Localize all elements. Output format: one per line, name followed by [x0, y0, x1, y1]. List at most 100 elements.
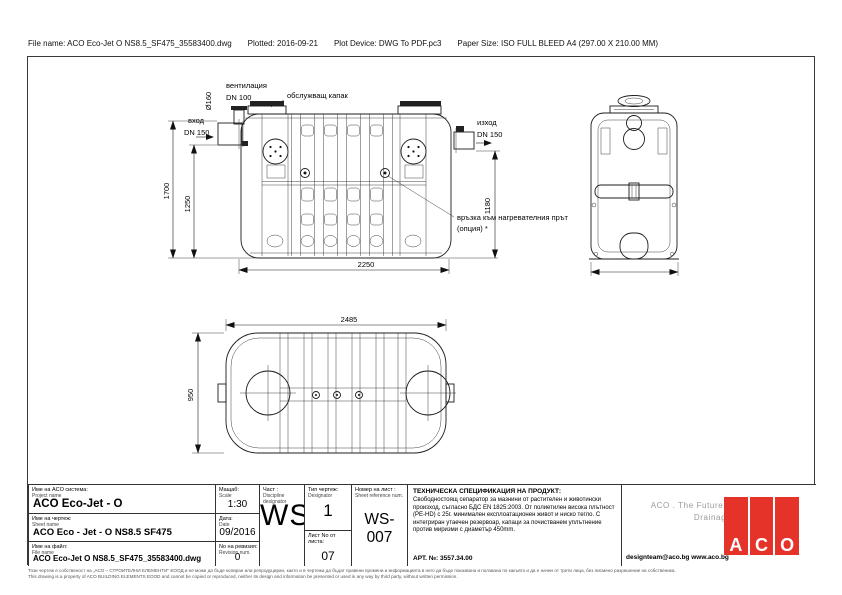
inlet-label-line2: DN 150: [184, 128, 209, 137]
aco-logo-letter-a: A: [729, 535, 743, 555]
designator-value: 1: [323, 501, 333, 520]
date-label-en: Date: [219, 522, 230, 528]
vent-diameter-label: Ø160: [204, 92, 213, 110]
dim-2250: 2250: [358, 260, 375, 269]
discipline-label-en: Discipline designator: [263, 493, 287, 505]
project-label-en: Project name: [32, 493, 62, 499]
scale-cell: Мащаб: Scale 1:30: [215, 484, 259, 513]
designator-label-bg: Тип чертеж:: [308, 487, 339, 493]
cover-leader-line: [270, 99, 285, 108]
sheet-number-cell: Лист No от листа: 07: [304, 530, 351, 566]
technical-drawing: 1700 1250 1180 2250 вентилация DN 100 об…: [162, 81, 679, 454]
plan-manhole-left: [240, 365, 296, 421]
header-paper-size: Paper Size: ISO FULL BLEED A4 (297.00 X …: [457, 39, 659, 48]
file-name-cell: Име на файл: File name ACO Eco-Jet O NS8…: [28, 541, 215, 566]
aco-logo-bar-c: C: [749, 497, 774, 555]
ribs: [262, 114, 426, 256]
inlet-pipe: [217, 119, 248, 149]
spec-body: Свободностоящ сепаратор за мазнини от ра…: [413, 497, 615, 534]
branding-cell: ACO . The Future of Drainage. A C O desi…: [621, 484, 816, 566]
plan-center-fittings: [312, 391, 363, 399]
project-name-value: ACO Eco-Jet - O: [33, 498, 123, 510]
aco-slogan: ACO . The Future of Drainage.: [634, 500, 734, 524]
date-label-bg: Дата:: [219, 516, 233, 522]
sheet-number-value: 07: [321, 549, 335, 563]
aco-logo-letter-c: C: [755, 535, 768, 555]
sheet-label-bg: Име на чертеж:: [32, 516, 72, 522]
heater-connection-fittings: [300, 168, 390, 178]
aco-slogan-line2: Drainage.: [693, 513, 734, 522]
outlet-pipe: [453, 126, 475, 153]
manhole-cover-left: [247, 101, 287, 115]
aco-logo-bar-o: O: [775, 497, 800, 555]
disclaimer-line-en: This drawing is a property of ACO BUILDI…: [28, 573, 458, 579]
sheet-number-label-bg: Лист No от листа:: [308, 533, 336, 545]
aco-logo-letter-o: O: [780, 535, 795, 555]
spec-article-number: АРТ. №: 3557.34.00: [413, 555, 473, 562]
discipline-label-bg: Част :: [263, 487, 279, 493]
disclaimer-line-bg: Този чертеж е собственост на „АСО – СТРО…: [28, 568, 676, 573]
file-label-bg: Име на файл:: [32, 544, 68, 550]
access-port-left: [262, 138, 289, 165]
sheet-name-value: ACO Eco - Jet - O NS8.5 SF475: [33, 527, 172, 538]
revision-value: 0: [234, 552, 241, 563]
scale-label-en: Scale: [219, 493, 232, 499]
vent-label-line1: вентилация: [226, 81, 267, 90]
discipline-value: WS: [260, 499, 311, 532]
dim-1180: 1180: [483, 198, 492, 214]
scale-value: 1:30: [227, 499, 248, 510]
manhole-cover-right: [397, 101, 442, 115]
heater-label-line2: (опция) *: [457, 224, 488, 233]
aco-logo: A C O: [724, 497, 800, 555]
plan-view-dimensions: 2485 950: [186, 315, 447, 454]
heater-label-line1: връзка към нагревателния прът: [457, 213, 569, 222]
vent-label-line2: DN 100: [226, 93, 251, 102]
heater-leader-line: [387, 175, 455, 218]
front-view-annotations: вентилация DN 100 обслужващ капак Ø160 в…: [184, 81, 569, 233]
header-plotted-date: Plotted: 2016-09-21: [247, 39, 318, 48]
aco-logo-bar-a: A: [724, 497, 748, 555]
end-view-dimension: [590, 262, 679, 276]
plot-header: File name: ACO Eco-Jet O NS8.5_SF475_355…: [28, 39, 818, 48]
revision-label-bg: No на ревизия:: [219, 544, 258, 550]
discipline-cell: Част : Discipline designator WS: [259, 484, 311, 566]
dim-1700: 1700: [162, 183, 171, 200]
sheet-border: 1700 1250 1180 2250 вентилация DN 100 об…: [27, 56, 816, 566]
date-value: 09/2016: [219, 527, 256, 538]
sheet-reference-cell: Номер на лист : Sheet reference num. WS-…: [351, 484, 407, 566]
outlet-flow-arrow: [476, 140, 492, 146]
sheet-reference-value: WS-007: [364, 511, 395, 546]
sheet-reference-label-en: Sheet reference num.: [355, 493, 404, 499]
header-file-name: File name: ACO Eco-Jet O NS8.5_SF475_355…: [28, 39, 232, 48]
sheet-reference-label-bg: Номер на лист :: [355, 487, 396, 493]
project-name-cell: Име на ACO система: Project name ACO Eco…: [28, 484, 215, 513]
header-plot-device: Plot Device: DWG To PDF.pc3: [333, 39, 442, 48]
revision-cell: No на ревизия: Revision num. 0: [215, 541, 259, 566]
spec-title: ТЕХНИЧЕСКА СПЕЦИФИКАЦИЯ НА ПРОДУКТ:: [413, 488, 561, 495]
aco-contacts: designteam@aco.bg www.aco.bg: [626, 554, 729, 561]
plan-view: 2485 950: [186, 315, 456, 454]
inlet-label-line1: вход: [188, 116, 205, 125]
access-port-right: [400, 138, 427, 165]
designator-cell: Тип чертеж: Designator 1: [304, 484, 351, 530]
service-cover-label: обслужващ капак: [287, 91, 349, 100]
mold-pockets: [266, 124, 422, 248]
front-elevation-view: 1700 1250 1180 2250 вентилация DN 100 об…: [162, 81, 569, 274]
outlet-label-line2: DN 150: [477, 130, 502, 139]
dim-2485: 2485: [341, 315, 358, 324]
designator-label-en: Designator: [308, 493, 333, 499]
technical-spec-cell: ТЕХНИЧЕСКА СПЕЦИФИКАЦИЯ НА ПРОДУКТ: Своб…: [407, 484, 621, 566]
scale-label-bg: Мащаб:: [219, 487, 239, 493]
plan-ribs: [279, 333, 407, 453]
date-cell: Дата: Date 09/2016: [215, 513, 259, 541]
project-label-bg: Име на ACO система:: [32, 487, 88, 493]
title-block: Име на ACO система: Project name ACO Eco…: [28, 484, 816, 566]
end-view: [589, 95, 679, 276]
revision-label-en: Revision num.: [219, 550, 251, 556]
sheet-label-en: Sheet name: [32, 522, 59, 528]
file-label-en: File name: [32, 550, 54, 556]
plan-manhole-right: [400, 365, 456, 421]
outlet-label-line1: изход: [477, 118, 497, 127]
front-view-dimensions: 1700 1250 1180 2250: [162, 120, 500, 274]
